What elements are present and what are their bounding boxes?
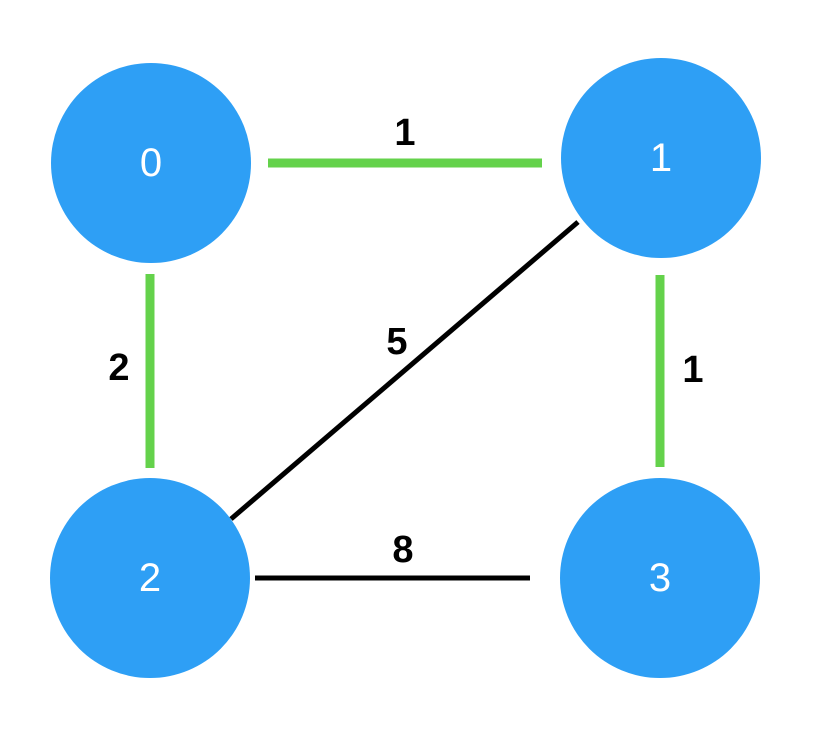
edge-labels-group: 1 2 1 5 8	[108, 112, 703, 571]
edge-weight-label-2-3: 8	[392, 529, 413, 571]
edge-weight-label-2-1: 5	[386, 321, 407, 363]
edge-weight-label-0-2: 2	[108, 347, 129, 389]
edge-weight-label-1-3: 1	[682, 349, 703, 391]
edges-group	[145, 158, 665, 581]
graph-node-2[interactable]	[50, 478, 250, 678]
graph-edge-2-1[interactable]	[229, 220, 580, 521]
graph-node-3[interactable]	[560, 478, 760, 678]
graph-node-0[interactable]	[51, 63, 251, 263]
edge-weight-label-0-1: 1	[394, 112, 415, 154]
graph-node-1[interactable]	[561, 58, 761, 258]
